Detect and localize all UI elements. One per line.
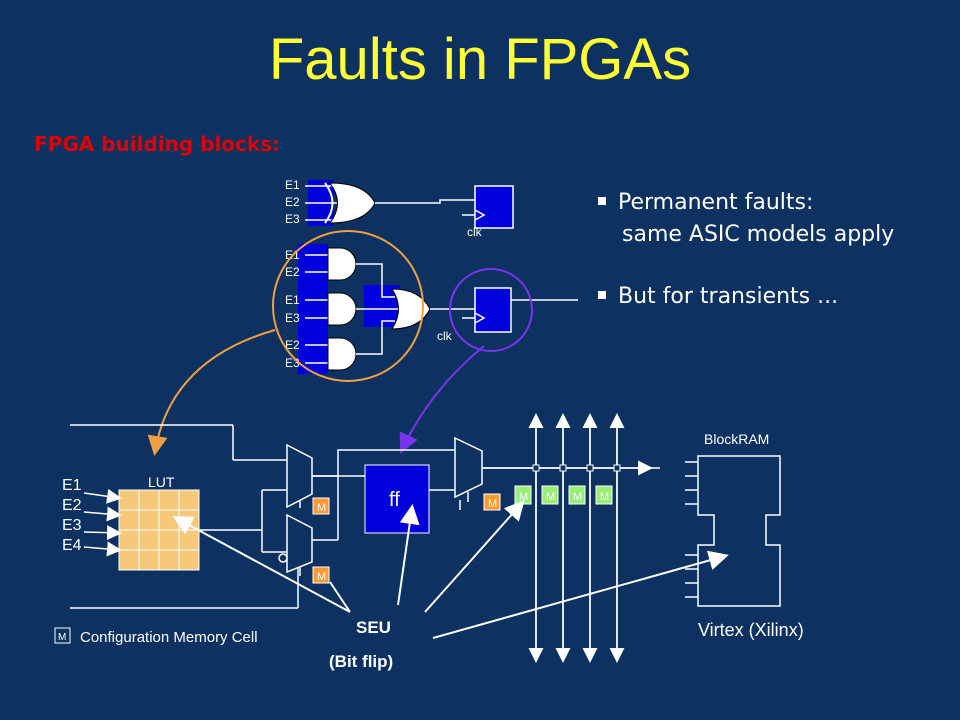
device-label: Virtex (Xilinx) (698, 620, 804, 640)
purple-arrow-icon (399, 345, 485, 454)
clk-label: clk (437, 329, 453, 343)
memory-cell-label: M (573, 491, 582, 503)
legend-label: Configuration Memory Cell (80, 629, 258, 646)
lut-input-label: E3 (62, 517, 82, 534)
memory-cell-label: M (488, 498, 497, 510)
and-input-label: E1 (285, 293, 300, 307)
bullet-permanent-detail: same ASIC models apply (622, 222, 895, 247)
logic-highlight-circle (272, 230, 424, 382)
slide-title: Faults in FPGAs (268, 27, 692, 92)
memory-cell-label: M (317, 502, 326, 514)
lut-input-label: E4 (62, 537, 82, 554)
and-gate-icon (327, 292, 357, 326)
multiplexer-icon (286, 443, 313, 509)
or-gate-icon (329, 182, 376, 224)
and-input-label: E2 (285, 265, 300, 279)
or-input-label: E1 (285, 178, 300, 192)
or-gate-circuit: E1 E2 E3 clk (285, 178, 514, 239)
multiplexer-icon (286, 513, 313, 574)
memory-cell-label: M (519, 491, 528, 503)
and-input-label: E2 (285, 338, 300, 352)
or-input-label: E3 (285, 212, 300, 226)
seu-detail-label: (Bit flip) (329, 652, 393, 671)
mux-memory-cell: M (483, 493, 501, 511)
clk-label: clk (467, 225, 483, 239)
and-gate-icon (327, 337, 357, 371)
mux-memory-cell: M (312, 566, 330, 584)
slide-subtitle: FPGA building blocks: (34, 132, 281, 156)
memory-cell-label: M (600, 491, 609, 503)
routing-memory-cell: M (514, 485, 532, 505)
bullet-square-icon (598, 197, 606, 205)
blue-block (298, 244, 328, 374)
orange-arrow-icon (147, 329, 276, 456)
and-gate-icon (327, 247, 357, 281)
multiplexer-icon (454, 436, 483, 499)
bullet-permanent-text: Permanent faults: (618, 190, 814, 215)
memory-cell-label: M (546, 491, 555, 503)
bullet-transients-text: But for transients ... (618, 284, 839, 309)
flipflop-highlight-circle (449, 268, 533, 352)
or-gate-icon (391, 288, 431, 330)
bullet-transients: But for transients ... (598, 284, 838, 309)
seu-arrows (172, 500, 729, 639)
and-input-label: E3 (285, 311, 300, 325)
bullet-permanent: Permanent faults: (598, 190, 813, 215)
seu-label: SEU (356, 618, 391, 637)
lut-input-label: E2 (62, 497, 82, 514)
blockram-label: BlockRAM (704, 431, 769, 447)
blockram-outline (697, 455, 781, 607)
bullet-square-icon (598, 291, 606, 299)
flip-flop-top (474, 185, 514, 229)
routing-memory-cell: M (568, 485, 586, 505)
legend-memory-cell-label: M (58, 632, 66, 643)
and-gate-circuit: E1 E2 E1 E3 E2 E3 clk (285, 244, 578, 374)
routing-memory-cell: M (541, 485, 559, 505)
routing-memory-cell: M (595, 485, 613, 505)
ff-label: ff (389, 489, 400, 511)
mux-memory-cell: M (312, 497, 330, 515)
vertical-routing (528, 413, 625, 663)
or-input-label: E2 (285, 195, 300, 209)
lut-block: LUT E1 E2 E3 E4 (62, 474, 200, 571)
flip-flop-bottom (474, 287, 512, 333)
legend: M Configuration Memory Cell (54, 627, 258, 646)
lut-input-label: E1 (62, 477, 82, 494)
blockram: BlockRAM (685, 431, 781, 607)
lut-label: LUT (148, 474, 175, 490)
memory-cell-label: M (317, 571, 326, 583)
